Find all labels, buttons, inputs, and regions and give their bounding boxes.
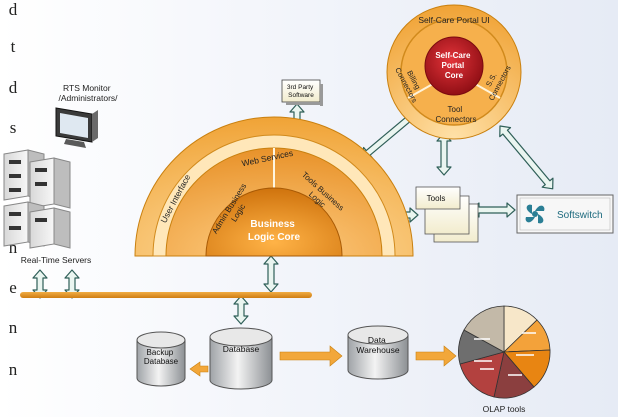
- softswitch-label: Softswitch: [557, 210, 603, 221]
- tools-stack: Tools: [415, 186, 479, 243]
- arrow-core-bus: [263, 255, 279, 293]
- data-warehouse-cylinder: [347, 325, 409, 380]
- third-party-label: 3rd Party Software: [287, 84, 315, 99]
- system-bus: [20, 292, 312, 298]
- arrow-warehouse-olap: [415, 345, 457, 367]
- olap-tools-label: OLAP tools: [483, 404, 526, 414]
- side-letter: e: [9, 278, 17, 297]
- arrow-bus-database: [233, 295, 249, 325]
- backup-database-label: Backup Database: [144, 348, 179, 366]
- side-letter: d: [8, 78, 18, 97]
- softswitch-logo-icon: [525, 204, 545, 224]
- real-time-servers-label: Real-Time Servers: [21, 255, 92, 265]
- side-letter: t: [10, 37, 16, 56]
- self-care-portal: [386, 4, 522, 140]
- database-label: Database: [223, 344, 260, 354]
- business-logic-arch: [134, 116, 414, 257]
- tool-connectors-label: Tool Connectors: [436, 105, 477, 124]
- backup-database-cylinder: [136, 331, 186, 387]
- third-party-software-box: 3rd Party Software: [281, 79, 323, 106]
- server-rack-icon: [3, 149, 71, 249]
- database-cylinder: [209, 327, 273, 390]
- server-unit: [29, 207, 71, 249]
- softswitch-box: Softswitch: [516, 194, 614, 234]
- tools-label: Tools: [427, 194, 446, 203]
- arrow-tools-softswitch: [470, 202, 516, 218]
- arrow-database-warehouse: [279, 345, 343, 367]
- arrow-database-backup: [189, 361, 209, 377]
- side-letter: n: [8, 360, 18, 379]
- self-care-core-label: Self-Care Portal Core: [435, 51, 472, 80]
- self-care-portal-ui-label: Self-Care Portal UI: [418, 15, 489, 25]
- rts-monitor-label: RTS Monitor /Administrators/: [58, 83, 118, 103]
- business-logic-core-label: Business Logic Core: [248, 219, 301, 243]
- arrow-portal-tools: [436, 132, 452, 176]
- side-letter: s: [9, 118, 17, 137]
- pie-chart-icon: [458, 305, 551, 399]
- side-letter: n: [8, 238, 18, 257]
- arch-layer-core: [205, 187, 343, 257]
- data-warehouse-label: Data Warehouse: [356, 335, 399, 355]
- server-unit: [29, 157, 71, 209]
- side-letter: d: [8, 0, 18, 19]
- monitor-icon: [55, 107, 98, 148]
- portal-core: [424, 36, 484, 96]
- side-letter: n: [8, 318, 18, 337]
- arrow-portal-softswitch: [499, 125, 554, 190]
